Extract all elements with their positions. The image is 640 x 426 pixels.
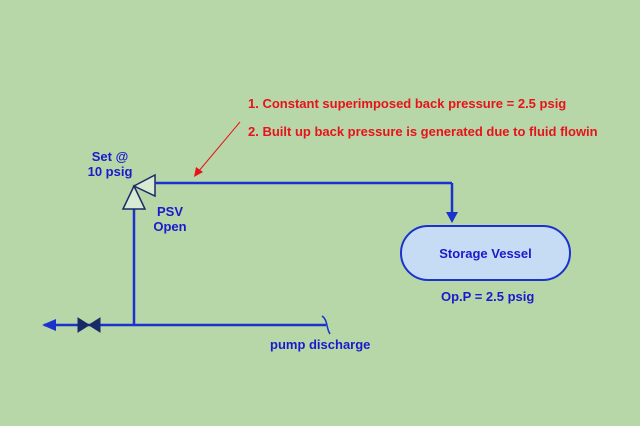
callout-arrow-head xyxy=(194,167,203,177)
note-built-up-back-pressure: 2. Built up back pressure is generated d… xyxy=(248,124,598,139)
pipe-break-mark xyxy=(321,315,331,335)
storage-vessel-label: Storage Vessel xyxy=(439,245,532,261)
psv-valve-icon[interactable] xyxy=(121,173,156,210)
callout-arrow-line xyxy=(197,121,241,173)
psv-state: Open xyxy=(153,219,187,234)
note-superimposed-back-pressure: 1. Constant superimposed back pressure =… xyxy=(248,96,567,111)
pump-discharge-label: pump discharge xyxy=(270,337,371,352)
psv-name: PSV xyxy=(156,204,183,219)
psv-set-pressure-label: Set @ 10 psig xyxy=(82,149,138,179)
flow-arrow-down xyxy=(446,212,458,223)
psv-set-line2: 10 psig xyxy=(87,164,133,179)
vessel-operating-pressure: Op.P = 2.5 psig xyxy=(441,289,535,304)
flow-arrow-left xyxy=(42,319,56,331)
isolation-valve-icon[interactable] xyxy=(77,317,101,333)
psv-set-line1: Set @ xyxy=(91,149,129,164)
storage-vessel[interactable]: Storage Vessel xyxy=(400,225,571,281)
psv-status-label: PSV Open xyxy=(148,204,192,234)
